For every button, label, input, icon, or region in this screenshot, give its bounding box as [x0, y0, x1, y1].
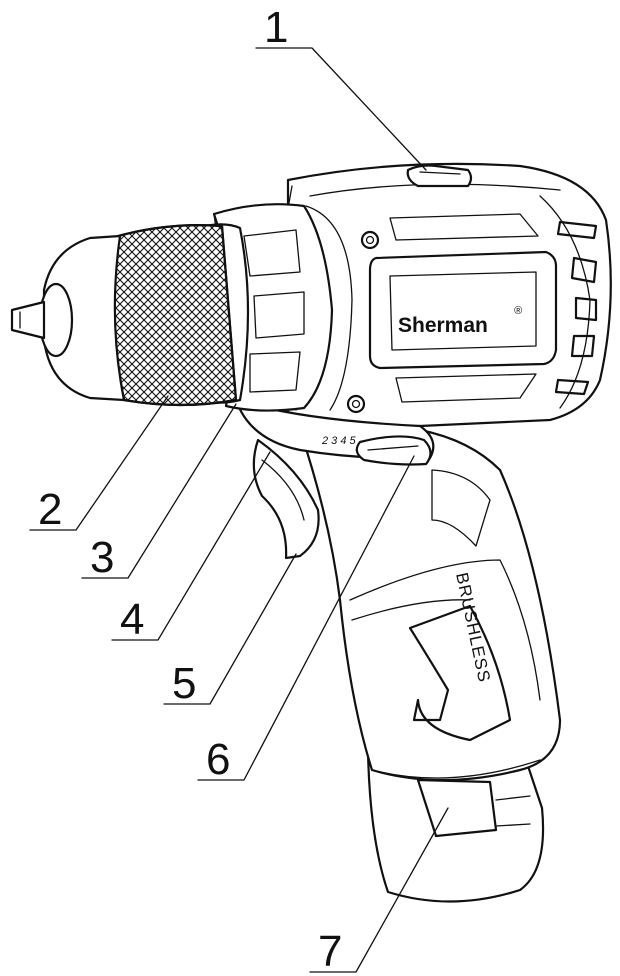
brand-panel: Sherman ® [368, 250, 558, 370]
leader-2 [29, 395, 169, 531]
leader-7 [309, 807, 449, 973]
brand-logo-text: Sherman [398, 314, 488, 337]
leader-6 [197, 455, 415, 781]
callout-leaders [29, 47, 449, 973]
callout-2: 2 [38, 485, 62, 534]
speed-marks-text: 2 3 4 5 [321, 435, 357, 447]
chuck-sleeve[interactable] [100, 210, 250, 420]
callout-3: 3 [90, 533, 114, 582]
chuck-nose [10, 234, 126, 402]
leader-3 [81, 403, 237, 579]
leader-1 [255, 47, 427, 171]
callout-1: 1 [264, 3, 288, 52]
brand-trademark: ® [514, 305, 523, 317]
leader-4 [111, 451, 271, 641]
callout-7: 7 [318, 927, 342, 976]
handle-grip: BRUSHLESS [298, 422, 562, 782]
gear-selector[interactable] [406, 164, 473, 188]
leader-5 [163, 553, 297, 705]
direction-switch[interactable] [355, 435, 432, 466]
battery-release-button[interactable] [416, 778, 498, 838]
callout-numbers: 1 2 3 4 5 6 7 [38, 3, 342, 976]
trigger[interactable] [252, 438, 320, 560]
callout-5: 5 [172, 659, 196, 708]
callout-6: 6 [206, 735, 230, 784]
callout-4: 4 [120, 595, 144, 644]
